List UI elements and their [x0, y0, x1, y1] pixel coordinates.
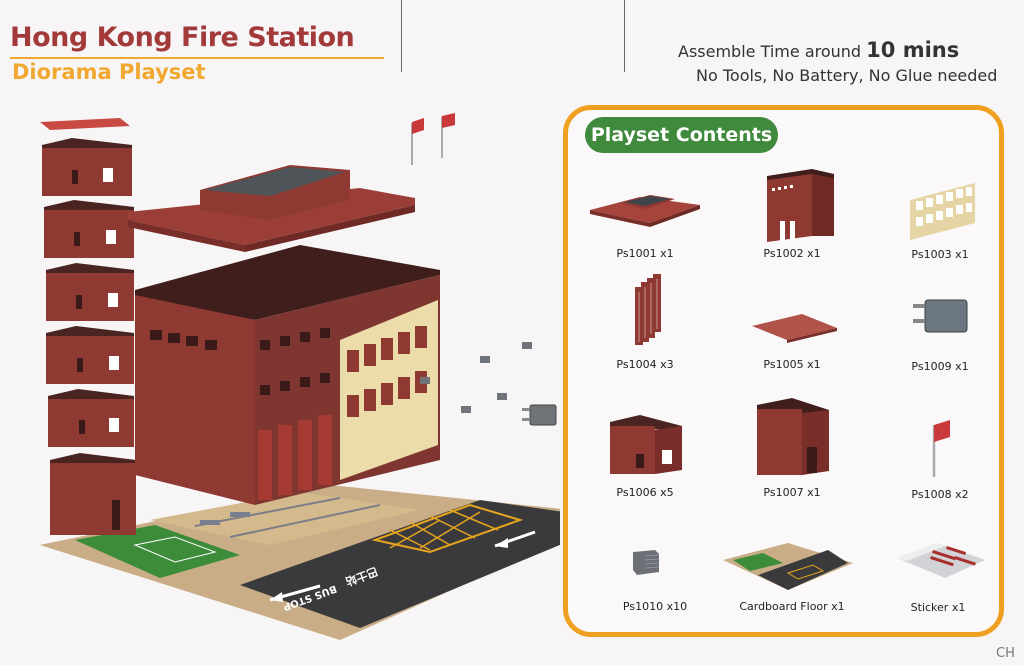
page-subtitle: Diorama Playset: [12, 60, 206, 84]
fold-line-right: [624, 0, 625, 72]
tower-box-icon: [610, 415, 682, 474]
content-item-label: Ps1004 x3: [616, 358, 674, 371]
garage-door-icon: [635, 274, 661, 345]
flags: [411, 113, 455, 165]
content-item-ps1004: [575, 272, 715, 352]
content-item-label: Ps1006 x5: [616, 486, 674, 499]
tower-box: [46, 326, 134, 384]
content-item-ps1005: [722, 310, 862, 345]
content-item-ps1006: [575, 410, 715, 480]
content-item-ps1010: [575, 542, 715, 582]
content-item-sticker: [870, 538, 1010, 583]
tower-box: [50, 453, 136, 535]
cardboard-floor-icon: [723, 543, 853, 590]
tower-box: [48, 389, 134, 447]
sticker-sheet-icon: [897, 543, 985, 578]
cardboard-floor-base: BUS STOP 巴士站: [40, 485, 560, 640]
content-item-label: Ps1001 x1: [616, 247, 674, 260]
page-code: CH: [996, 646, 1015, 661]
tall-box-icon: [757, 398, 829, 475]
roof-piece-icon: [590, 195, 700, 227]
ac-units: [420, 342, 532, 413]
flat-panel-icon: [752, 314, 837, 343]
tower-box: [42, 138, 132, 196]
tower-box: [44, 200, 134, 258]
content-item-label: Sticker x1: [910, 601, 966, 614]
air-conditioner-icon: [633, 550, 660, 575]
tower-box: [46, 263, 134, 321]
content-item-ps1009: [870, 295, 1010, 340]
window-frame-icon: [910, 183, 975, 240]
content-item-label: Ps1003 x1: [911, 248, 969, 261]
content-item-label: Ps1010 x10: [622, 600, 688, 613]
roof-piece: [128, 165, 415, 252]
requirements-text: No Tools, No Battery, No Glue needed: [696, 66, 998, 85]
fold-line-left: [401, 0, 402, 72]
page-title: Hong Kong Fire Station: [10, 22, 355, 53]
sign-board: [522, 404, 557, 426]
title-underline: [10, 57, 384, 59]
tower-stack: [40, 118, 136, 535]
content-item-label: Ps1009 x1: [911, 360, 969, 373]
playset-contents-heading: Playset Contents: [585, 117, 778, 153]
content-item-cardboard-floor: [718, 535, 858, 595]
exploded-building-illustration: BUS STOP 巴士站: [40, 113, 560, 640]
flag-icon: [932, 420, 950, 477]
content-item-ps1008: [870, 415, 1010, 485]
assemble-time: Assemble Time around 10 mins: [678, 38, 959, 62]
content-item-label: Ps1008 x2: [911, 488, 969, 501]
content-item-label: Ps1002 x1: [763, 247, 821, 260]
assemble-time-value: 10 mins: [866, 38, 960, 62]
content-item-label: Ps1007 x1: [763, 486, 821, 499]
content-item-ps1001: [575, 185, 715, 235]
content-item-ps1007: [722, 395, 862, 480]
content-item-label: Cardboard Floor x1: [739, 600, 845, 613]
assemble-time-prefix: Assemble Time around: [678, 42, 862, 61]
main-building-icon: [767, 169, 834, 243]
content-item-ps1003: [870, 175, 1010, 245]
content-item-label: Ps1005 x1: [763, 358, 821, 371]
sign-board-icon: [913, 299, 968, 333]
content-item-ps1002: [722, 166, 862, 246]
